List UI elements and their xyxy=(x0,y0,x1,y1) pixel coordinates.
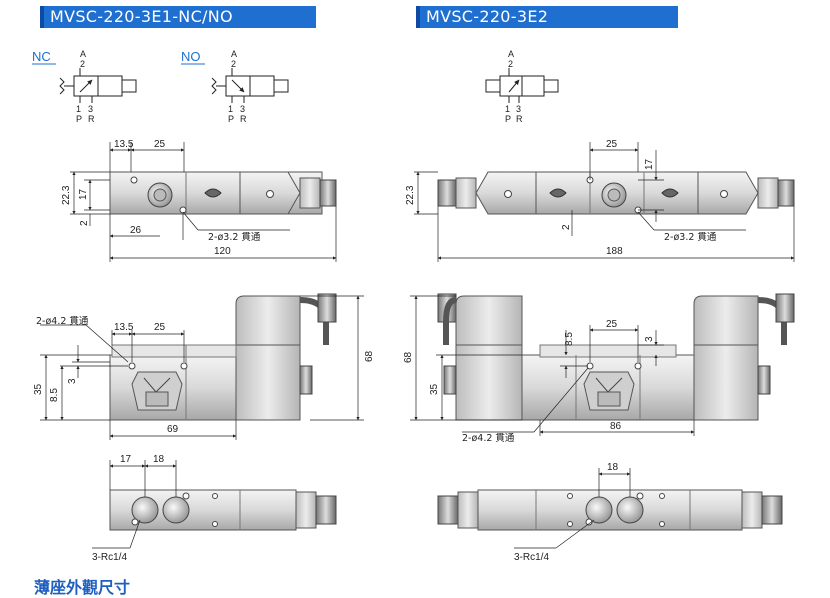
port-r-label: R xyxy=(516,114,523,124)
footer-caption: 薄座外觀尺寸 xyxy=(34,578,131,597)
symbol-no: NO A 2 1 3 P R xyxy=(181,49,289,124)
right-bottom-view xyxy=(437,489,783,531)
dim-13-5: 13.5 xyxy=(114,139,134,150)
port-3-label: 3 xyxy=(516,104,521,114)
port-3-label: 3 xyxy=(88,104,93,114)
title-right: MVSC-220-3E2 xyxy=(416,6,678,28)
right-top-view xyxy=(437,171,795,215)
right-front-view xyxy=(437,293,795,421)
port-a-label: A xyxy=(80,49,86,59)
dim-17: 17 xyxy=(120,454,132,465)
label-nc: NC xyxy=(32,49,51,64)
left-bottom-view xyxy=(109,489,337,531)
left-front-view xyxy=(109,293,337,421)
port-2-label: 2 xyxy=(231,59,236,69)
hole-callout: 2-ø3.2 貫通 xyxy=(208,232,261,243)
port-3-label: 3 xyxy=(240,104,245,114)
port-p-label: P xyxy=(505,114,511,124)
dim-68: 68 xyxy=(364,350,375,362)
dim-18: 18 xyxy=(153,454,165,465)
right-top-dims xyxy=(414,142,795,262)
label-no: NO xyxy=(181,49,201,64)
dim-25: 25 xyxy=(154,139,166,150)
dim-8-5: 8.5 xyxy=(49,388,60,402)
symbol-nc: NC A 2 1 3 P R xyxy=(32,49,137,124)
dim-2: 2 xyxy=(79,220,90,226)
port-r-label: R xyxy=(88,114,95,124)
right-front-dims xyxy=(410,295,695,436)
dim-68: 68 xyxy=(403,351,414,363)
hole-callout: 2-ø4.2 貫通 xyxy=(36,316,89,327)
left-top-dims xyxy=(70,142,337,262)
dim-22-3: 22.3 xyxy=(61,185,72,205)
port-1-label: 1 xyxy=(505,104,510,114)
symbol-3e2: A 2 1 3 P R xyxy=(485,49,559,124)
dim-69: 69 xyxy=(167,424,179,435)
dim-26: 26 xyxy=(130,225,142,236)
port-callout: 3-Rc1/4 xyxy=(514,552,549,563)
dim-18: 18 xyxy=(607,462,619,473)
dim-120: 120 xyxy=(214,246,231,257)
dim-17: 17 xyxy=(644,158,655,170)
dim-8-5: 8.5 xyxy=(564,332,575,346)
dim-17: 17 xyxy=(78,188,89,200)
dim-35: 35 xyxy=(429,383,440,395)
port-a-label: A xyxy=(508,49,514,59)
dim-188: 188 xyxy=(606,246,623,257)
right-bottom-dims xyxy=(514,468,631,549)
hole-callout: 2-ø4.2 貫通 xyxy=(462,433,515,444)
port-2-label: 2 xyxy=(80,59,85,69)
dim-13-5: 13.5 xyxy=(114,322,134,333)
left-bottom-dims xyxy=(92,460,177,549)
port-p-label: P xyxy=(76,114,82,124)
dim-25: 25 xyxy=(606,139,618,150)
dim-86: 86 xyxy=(610,421,622,432)
hole-callout: 2-ø3.2 貫通 xyxy=(664,232,717,243)
dim-25: 25 xyxy=(154,322,166,333)
port-2-label: 2 xyxy=(508,59,513,69)
port-1-label: 1 xyxy=(228,104,233,114)
dim-2: 2 xyxy=(561,224,572,230)
left-top-view xyxy=(109,171,337,215)
dim-35: 35 xyxy=(33,383,44,395)
dim-3: 3 xyxy=(67,378,78,384)
port-p-label: P xyxy=(228,114,234,124)
port-a-label: A xyxy=(231,49,237,59)
dim-3: 3 xyxy=(644,336,655,342)
dim-25: 25 xyxy=(606,319,618,330)
port-callout: 3-Rc1/4 xyxy=(92,552,127,563)
left-front-dims xyxy=(40,295,364,440)
port-1-label: 1 xyxy=(76,104,81,114)
dim-22-3: 22.3 xyxy=(405,185,416,205)
port-r-label: R xyxy=(240,114,247,124)
title-left: MVSC-220-3E1-NC/NO xyxy=(40,6,316,28)
